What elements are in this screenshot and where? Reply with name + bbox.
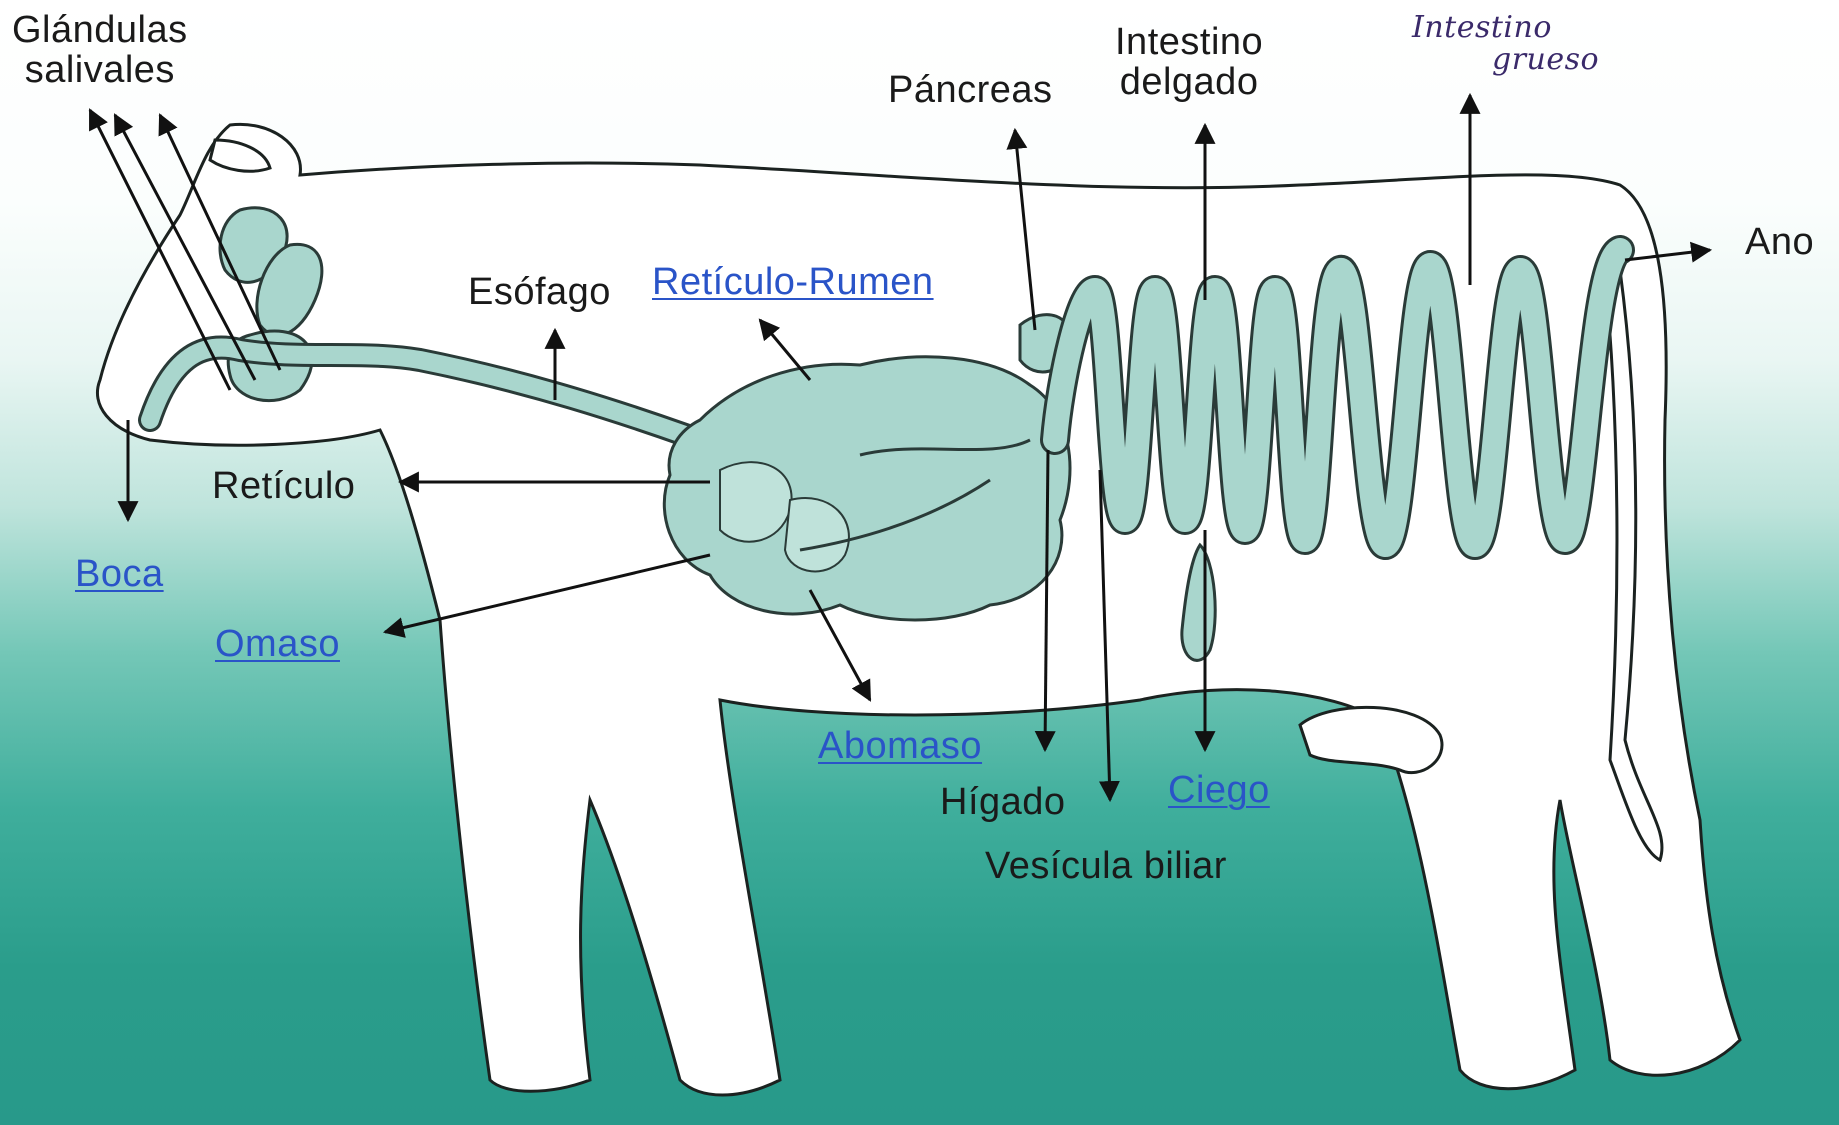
- cow-udder-outline: [1300, 707, 1442, 772]
- label-intestino-grueso: Intestino grueso: [1412, 12, 1599, 76]
- label-reticulo: Retículo: [212, 466, 355, 506]
- label-intestino-delgado: Intestino delgado: [1115, 22, 1263, 102]
- label-glandulas-salivales-line2: salivales: [12, 50, 188, 90]
- label-intestino-delgado-line1: Intestino: [1115, 22, 1263, 62]
- label-higado: Hígado: [940, 782, 1066, 822]
- label-esofago: Esófago: [468, 272, 611, 312]
- label-intestino-grueso-line1: Intestino: [1412, 12, 1599, 44]
- label-pancreas: Páncreas: [888, 70, 1053, 110]
- label-vesicula-biliar: Vesícula biliar: [985, 846, 1227, 886]
- link-ciego[interactable]: Ciego: [1168, 770, 1270, 810]
- label-glandulas-salivales: Glándulas salivales: [12, 10, 188, 90]
- label-intestino-grueso-line2: grueso: [1412, 44, 1599, 76]
- link-boca[interactable]: Boca: [75, 554, 164, 594]
- label-intestino-delgado-line2: delgado: [1115, 62, 1263, 102]
- link-reticulo-rumen[interactable]: Retículo-Rumen: [652, 262, 934, 302]
- link-omaso[interactable]: Omaso: [215, 624, 340, 664]
- label-glandulas-salivales-line1: Glándulas: [12, 10, 188, 50]
- label-ano: Ano: [1745, 222, 1814, 262]
- link-abomaso[interactable]: Abomaso: [818, 726, 982, 766]
